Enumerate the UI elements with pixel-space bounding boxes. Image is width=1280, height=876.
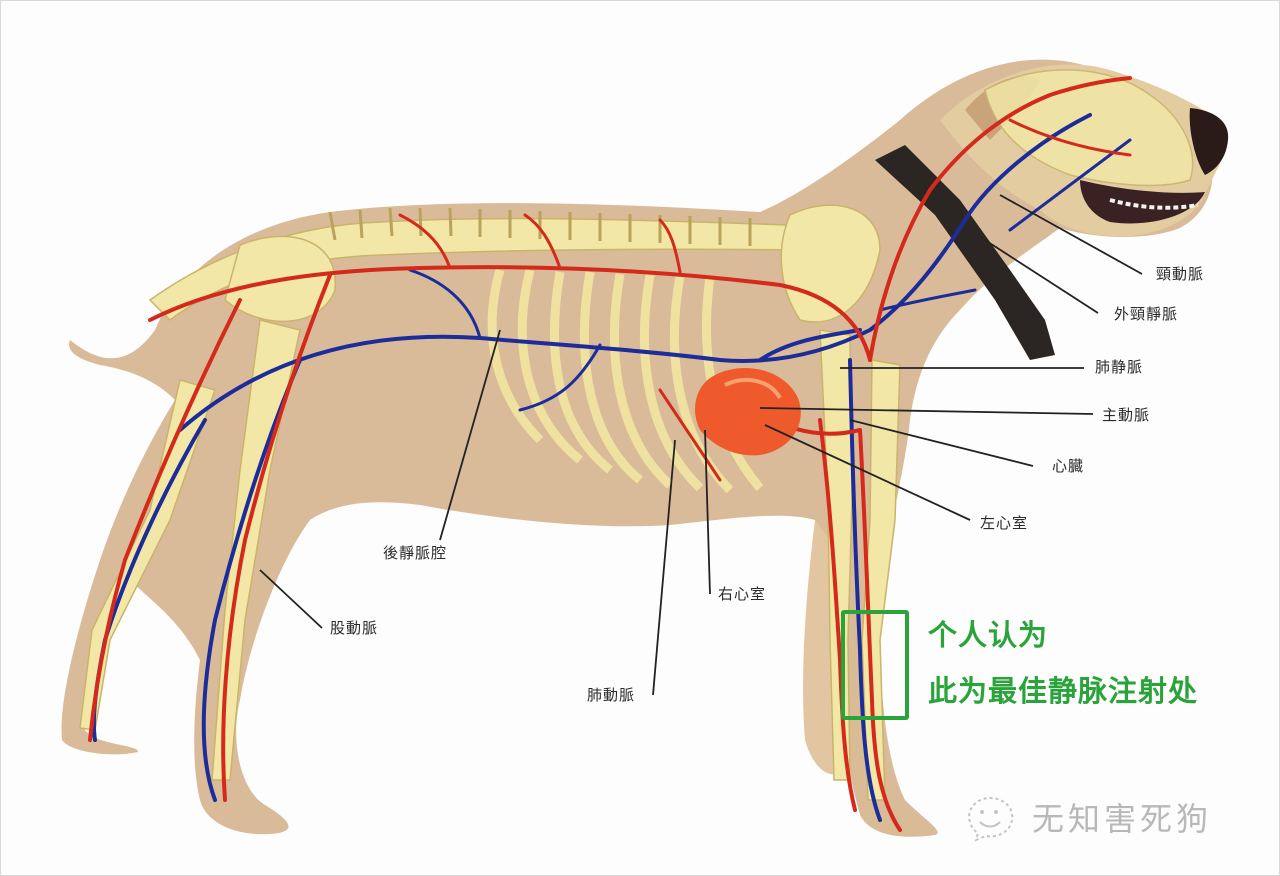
label-pulmonary-artery: 肺動脈 (587, 686, 636, 704)
label-carotid-artery: 頸動脈 (1156, 265, 1205, 283)
label-external-jugular-vein: 外頸靜脈 (1114, 305, 1179, 323)
label-aorta: 主動脈 (1102, 406, 1151, 424)
label-pulmonary-vein: 肺静脈 (1095, 358, 1144, 376)
label-heart: 心臓 (1052, 457, 1085, 475)
label-right-ventricle: 右心室 (718, 585, 767, 603)
wechat-smile-icon (968, 796, 1014, 842)
injection-site-highlight (841, 610, 909, 720)
label-femoral-artery: 股動脈 (330, 619, 379, 637)
annotation-line-2: 此为最佳静脉注射处 (928, 674, 1199, 708)
annotation-line-1: 个人认为 (928, 618, 1049, 652)
label-left-ventricle: 左心室 (980, 514, 1029, 532)
skeleton (79, 69, 1194, 801)
leader-lines (259, 194, 1143, 696)
watermark-text: 无知害死狗 (1032, 800, 1213, 838)
arteries (88, 76, 1132, 832)
label-caudal-vena-cava: 後靜脈腔 (383, 544, 448, 562)
heart (695, 368, 801, 456)
